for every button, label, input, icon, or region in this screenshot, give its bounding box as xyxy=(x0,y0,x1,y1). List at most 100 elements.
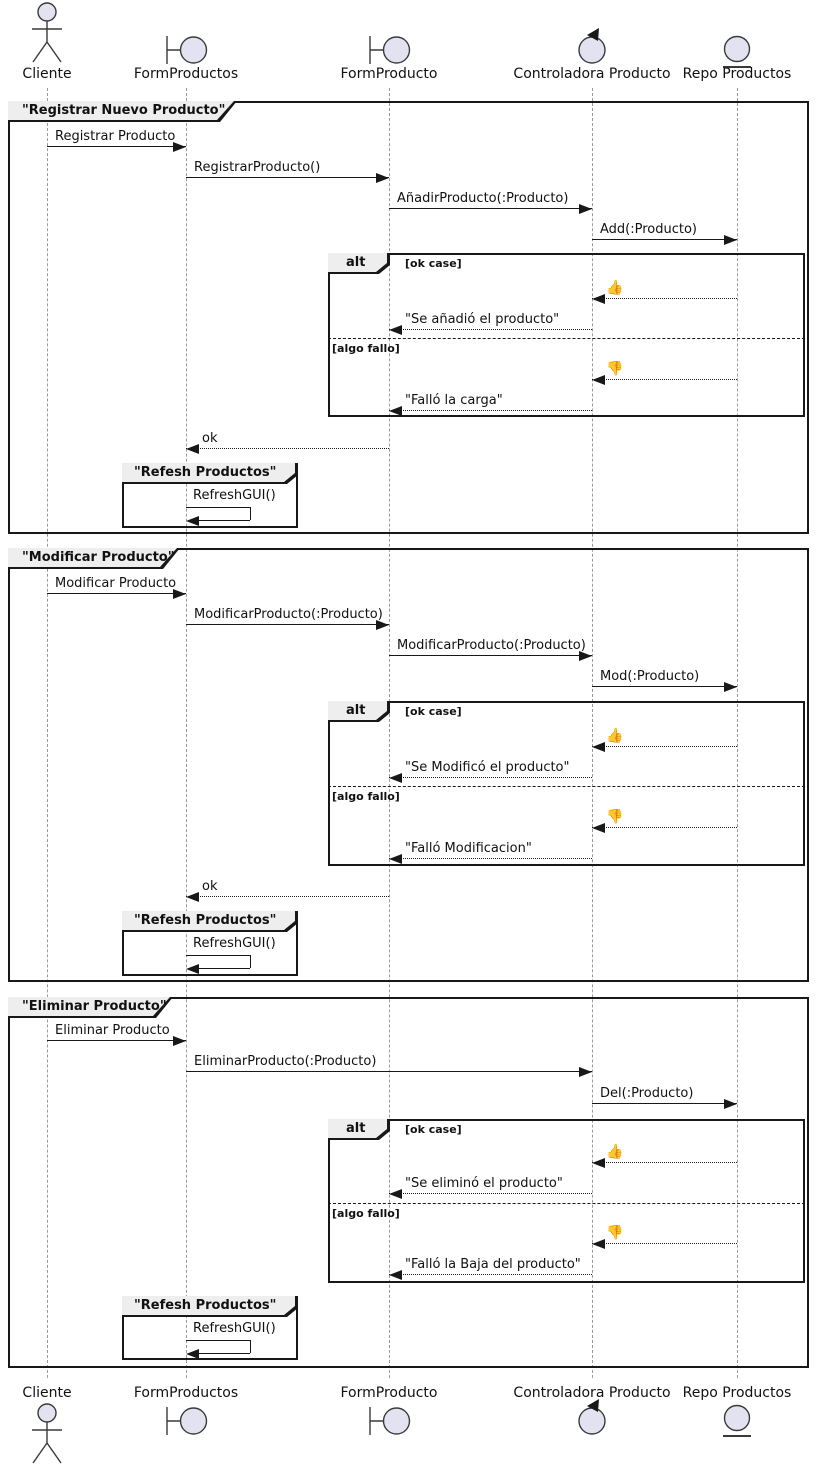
lifeline xyxy=(592,88,593,1378)
arrowhead-icon xyxy=(173,589,186,599)
arrowhead-icon xyxy=(389,325,402,335)
boundary-icon xyxy=(367,1404,411,1442)
ref-frame: "Refesh Productos" xyxy=(122,911,298,976)
arrowhead-icon xyxy=(579,204,592,214)
lifeline xyxy=(47,88,48,1378)
self-message xyxy=(197,968,250,969)
self-message xyxy=(250,1340,251,1353)
alt-operator-label: alt xyxy=(328,701,390,722)
self-message xyxy=(197,520,250,521)
message-arrow xyxy=(592,239,737,240)
emoji-message-label: 👎 xyxy=(606,809,624,825)
message-arrow xyxy=(389,858,592,859)
message-label: ok xyxy=(202,879,218,894)
arrowhead-icon xyxy=(592,823,605,833)
message-arrow xyxy=(389,1193,592,1194)
message-label: "Se eliminó el producto" xyxy=(405,1176,563,1191)
emoji-message-label: 👎 xyxy=(606,361,624,377)
boundary-icon xyxy=(164,33,208,71)
message-arrow xyxy=(389,1274,592,1275)
ref-frame-title-text: "Refesh Productos" xyxy=(134,465,277,480)
message-label: ModificarProducto(:Producto) xyxy=(397,638,586,653)
frame-title-text: "Registrar Nuevo Producto" xyxy=(22,103,226,118)
message-label: "Falló Modificacion" xyxy=(405,841,532,856)
participant-label: Repo Productos xyxy=(682,66,792,82)
emoji-message-label: 👍 xyxy=(606,728,624,744)
message-arrow xyxy=(186,624,389,625)
frame-title-fill xyxy=(8,548,177,567)
message-arrow xyxy=(186,1071,592,1072)
arrowhead-icon xyxy=(579,651,592,661)
arrowhead-icon xyxy=(173,142,186,152)
emoji-message-label: 👍 xyxy=(606,280,624,296)
self-message-label: RefreshGUI() xyxy=(193,936,276,951)
message-label: Modificar Producto xyxy=(55,576,177,591)
frame-title-text: "Eliminar Producto" xyxy=(22,999,167,1014)
boundary-icon xyxy=(164,1404,208,1442)
boundary-icon xyxy=(367,33,411,71)
alt-operator-label-fill xyxy=(328,701,387,720)
frame-title: "Registrar Nuevo Producto" xyxy=(8,101,237,122)
alt-operator-label-fill xyxy=(328,253,387,272)
arrowhead-icon xyxy=(389,854,402,864)
message-arrow xyxy=(186,896,389,897)
alt-operator-label-fill xyxy=(328,1119,387,1138)
control-icon xyxy=(575,1397,609,1441)
arrowhead-icon xyxy=(724,235,737,245)
ref-frame-title: "Refesh Productos" xyxy=(122,1296,298,1317)
message-arrow xyxy=(592,686,737,687)
message-label: ok xyxy=(202,431,218,446)
ref-frame: "Refesh Productos" xyxy=(122,1296,298,1360)
message-arrow xyxy=(186,448,389,449)
ref-frame-title-fill xyxy=(122,463,295,482)
arrowhead-icon xyxy=(186,964,199,974)
actor-icon xyxy=(29,2,65,68)
message-arrow xyxy=(47,1040,186,1041)
message-arrow xyxy=(592,827,737,828)
arrowhead-icon xyxy=(592,742,605,752)
message-label: Add(:Producto) xyxy=(600,222,698,237)
message-label: RegistrarProducto() xyxy=(194,160,321,175)
participant-label: FormProductos xyxy=(133,1385,239,1401)
guard-label: [ok case] xyxy=(405,1123,462,1136)
arrowhead-icon xyxy=(724,682,737,692)
alt-operator-label-text: alt xyxy=(346,1121,366,1136)
arrowhead-icon xyxy=(592,1158,605,1168)
actor-icon xyxy=(29,1403,65,1467)
participant-label: Controladora Producto xyxy=(513,1385,671,1401)
guard-label: [algo fallo] xyxy=(332,790,400,803)
self-message-label: RefreshGUI() xyxy=(193,1321,276,1336)
arrowhead-icon xyxy=(389,773,402,783)
message-label: "Se Modificó el producto" xyxy=(405,760,570,775)
arrowhead-icon xyxy=(389,406,402,416)
message-arrow xyxy=(389,655,592,656)
arrowhead-icon xyxy=(592,294,605,304)
message-label: Eliminar Producto xyxy=(55,1023,170,1038)
frame-title-fill xyxy=(8,997,170,1016)
message-arrow xyxy=(47,146,186,147)
alt-divider xyxy=(328,1203,805,1204)
arrowhead-icon xyxy=(592,1239,605,1249)
self-message xyxy=(186,955,250,956)
arrowhead-icon xyxy=(376,173,389,183)
message-arrow xyxy=(389,329,592,330)
participant-label: FormProducto xyxy=(340,66,438,82)
ref-frame-title-text: "Refesh Productos" xyxy=(134,1298,277,1313)
participant-label: FormProductos xyxy=(133,66,239,82)
self-message xyxy=(186,1340,250,1341)
participant-label: FormProducto xyxy=(340,1385,438,1401)
alt-operator-label: alt xyxy=(328,1119,390,1140)
arrowhead-icon xyxy=(724,1099,737,1109)
message-label: Mod(:Producto) xyxy=(600,669,700,684)
alt-frame: alt xyxy=(328,701,805,866)
message-arrow xyxy=(592,379,737,380)
participant-label: Controladora Producto xyxy=(513,66,671,82)
lifeline xyxy=(389,88,390,1378)
participant-label: Cliente xyxy=(22,66,72,82)
entity-icon xyxy=(720,1403,754,1443)
alt-divider xyxy=(328,338,805,339)
message-arrow xyxy=(592,746,737,747)
guard-label: [algo fallo] xyxy=(332,1207,400,1220)
message-arrow xyxy=(389,777,592,778)
sequence-frame: "Eliminar Producto" xyxy=(8,997,809,1368)
